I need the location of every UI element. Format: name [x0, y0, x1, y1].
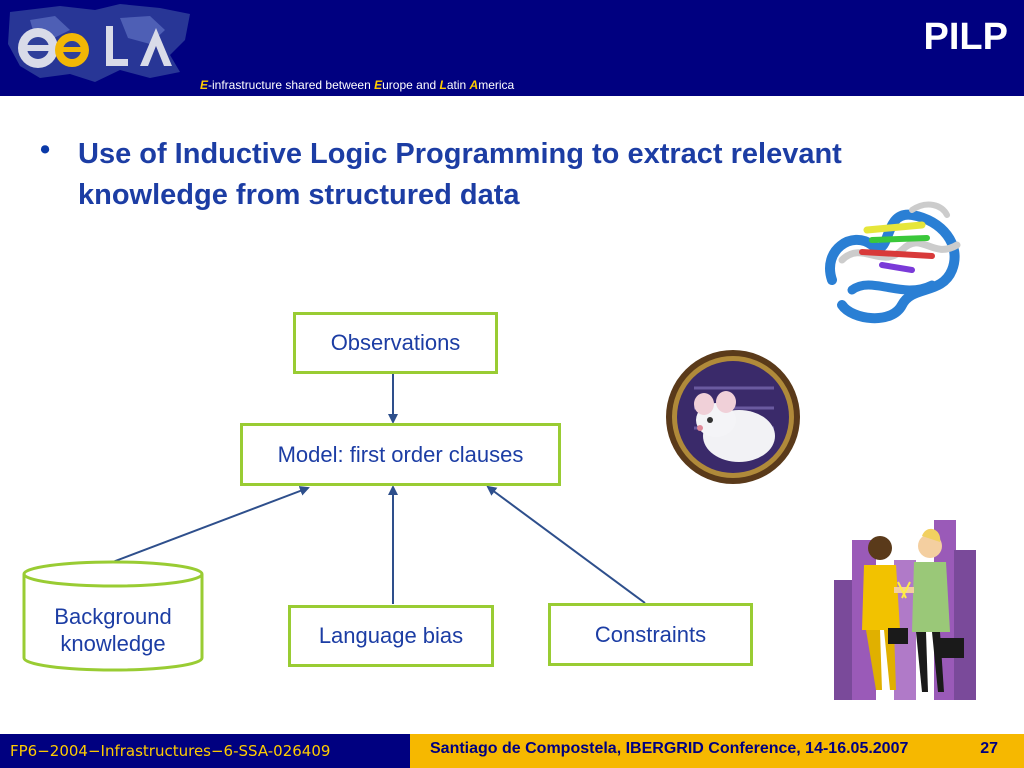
language-bias-label: Language bias	[318, 623, 464, 648]
footer-project-id: FP6−2004−Infrastructures−6-SSA-026409	[10, 742, 331, 760]
constraints-label: Constraints	[594, 621, 707, 647]
model-box: Model: first order clauses	[240, 423, 561, 486]
constraints-box: Constraints	[548, 603, 753, 666]
eela-logo	[8, 4, 190, 82]
bullet-marker: •	[40, 134, 51, 166]
business-handshake-image	[834, 520, 976, 700]
tagline-e1: E	[200, 78, 209, 92]
background-knowledge-cylinder	[22, 560, 204, 672]
tagline: E-infrastructure shared between Europe a…	[200, 78, 514, 92]
model-label: Model: first order clauses	[277, 441, 524, 467]
background-line2: knowledge	[60, 631, 166, 656]
slide-footer: FP6−2004−Infrastructures−6-SSA-026409 Sa…	[0, 734, 1024, 768]
tagline-t2: urope and	[382, 78, 440, 92]
tagline-e3: L	[439, 78, 447, 92]
slide-title: PILP	[923, 16, 1008, 58]
protein-structure-image	[825, 201, 961, 324]
background-knowledge-label: Background knowledge	[20, 603, 206, 657]
tagline-e4: A	[469, 78, 479, 92]
language-bias-box: Language bias	[288, 605, 494, 667]
slide-header: E-infrastructure shared between Europe a…	[0, 0, 1024, 96]
tagline-t1: -infrastructure shared between	[208, 78, 375, 92]
arrow-constraints-to-model	[486, 485, 646, 604]
bullet-text: Use of Inductive Logic Programming to ex…	[78, 138, 842, 211]
footer-left-panel: FP6−2004−Infrastructures−6-SSA-026409	[0, 734, 410, 768]
tagline-e2: E	[374, 78, 383, 92]
tagline-t4: merica	[478, 78, 515, 92]
observations-box: Observations	[293, 312, 498, 374]
footer-page-number: 27	[980, 740, 998, 757]
mouse-image	[666, 350, 800, 484]
background-line1: Background	[54, 604, 172, 629]
arrow-background-to-model	[109, 486, 310, 564]
tagline-t3: atin	[446, 78, 470, 92]
observations-label: Observations	[330, 330, 461, 355]
footer-conference: Santiago de Compostela, IBERGRID Confere…	[430, 740, 909, 757]
